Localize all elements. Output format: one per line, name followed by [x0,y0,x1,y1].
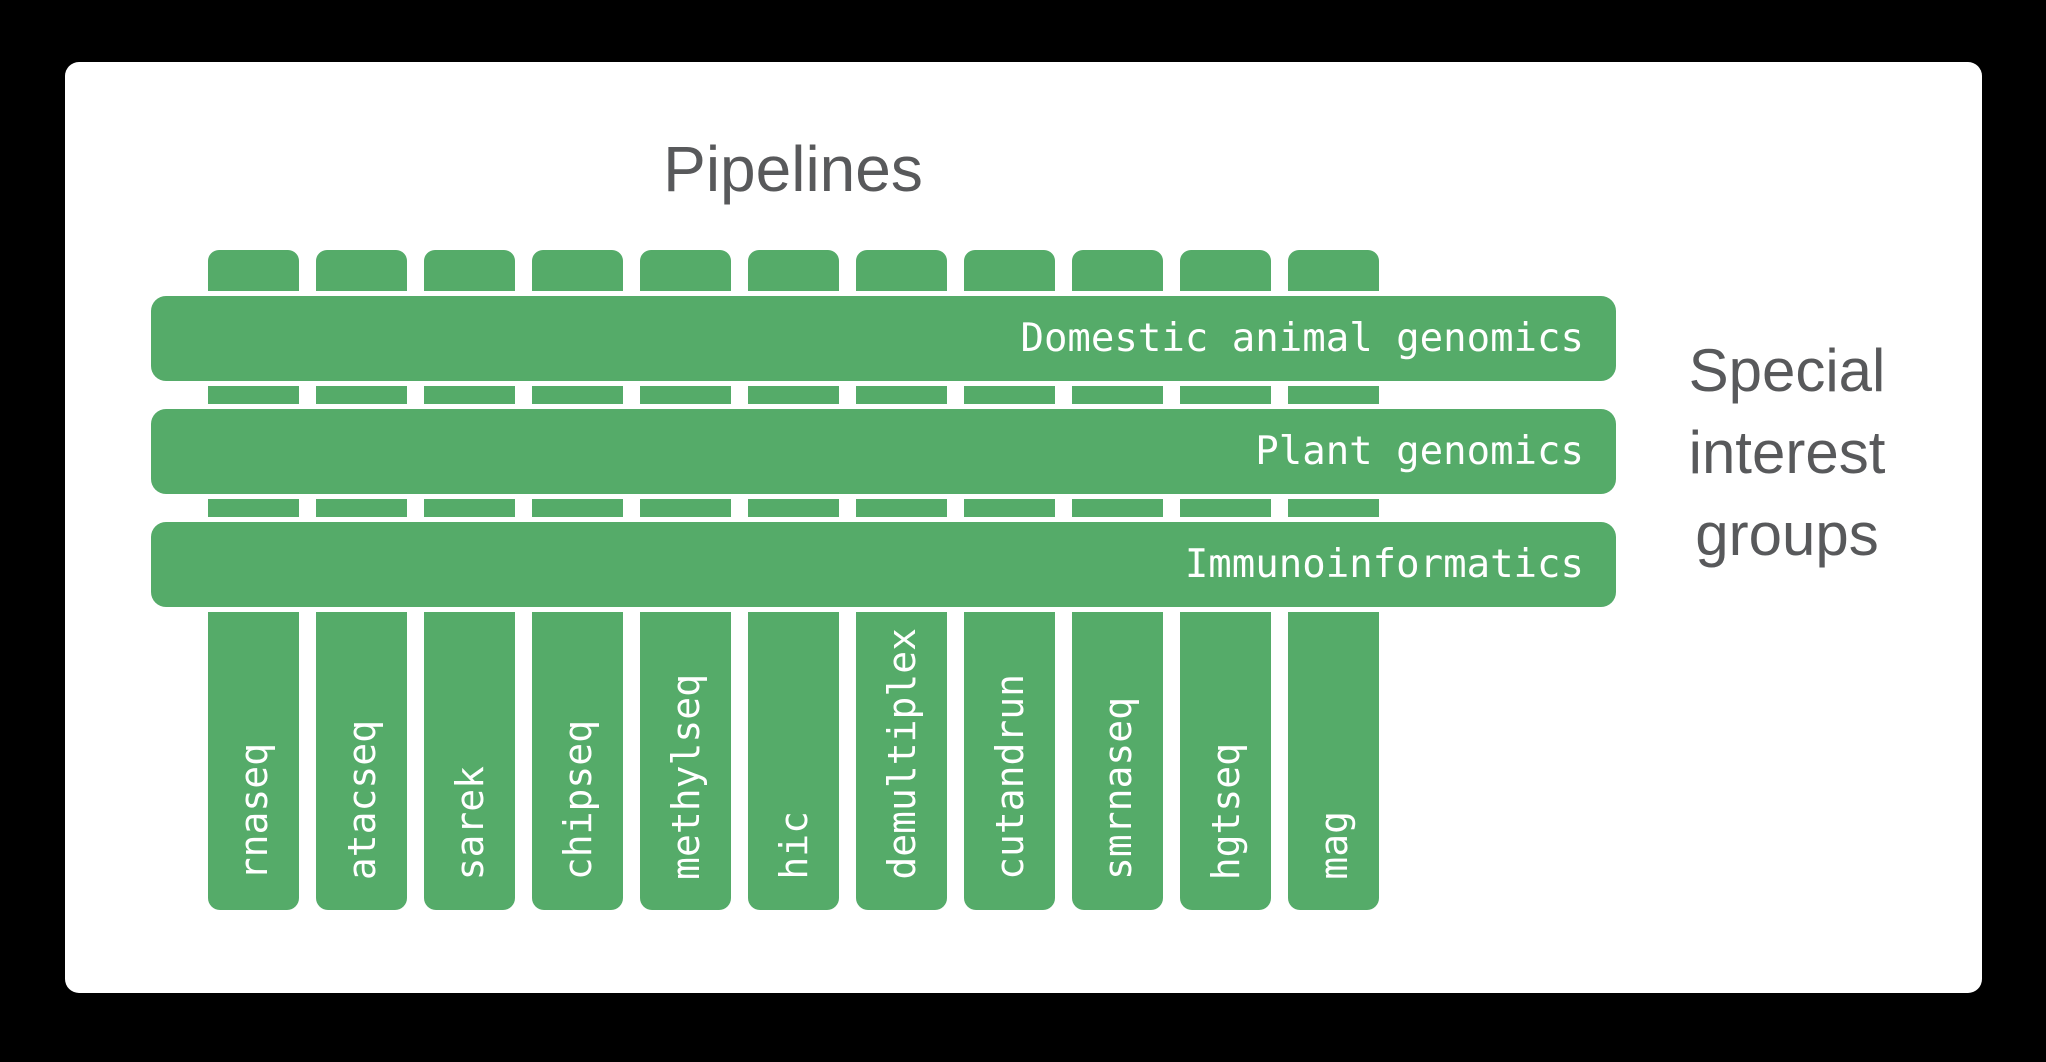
pipeline-column-segment [856,386,947,404]
pipeline-column-segment [1072,386,1163,404]
diagram-card: Pipelines rnaseq atacseq sarek [65,62,1982,993]
pipeline-column-segment [424,386,515,404]
pipeline-column-segment [1072,499,1163,517]
pipeline-label: atacseq [339,719,384,880]
pipelines-title: Pipelines [663,133,923,205]
pipeline-label: rnaseq [231,742,276,880]
group-bar-label: Domestic animal genomics [1020,316,1584,361]
pipelines-columns: rnaseq atacseq sarek chipseq [208,250,1379,910]
pipeline-column-segment [532,386,623,404]
pipeline-label: sarek [447,765,492,880]
pipeline-label: hgtseq [1203,742,1248,880]
pipeline-column-segment [208,499,299,517]
pipeline-column-cap [532,250,623,291]
group-bar: Domestic animal genomics [151,296,1616,381]
pipeline-column-segment [748,386,839,404]
group-bar: Immunoinformatics [151,522,1616,607]
pipeline-column-segment [964,386,1055,404]
pipeline-column: methylseq [640,250,731,910]
pipeline-column-segment [1180,499,1271,517]
pipeline-column: demultiplex [856,250,947,910]
pipeline-column-segment [1288,499,1379,517]
pipeline-column: chipseq [532,250,623,910]
pipeline-column-cap [208,250,299,291]
pipeline-column-tail: hgtseq [1180,612,1271,910]
pipeline-column-cap [424,250,515,291]
pipeline-column-cap [964,250,1055,291]
pipeline-column: smrnaseq [1072,250,1163,910]
pipeline-column-segment [1288,386,1379,404]
side-label-line: interest [1688,419,1886,486]
group-bar: Plant genomics [151,409,1616,494]
pipeline-column-tail: chipseq [532,612,623,910]
pipeline-column-segment [640,499,731,517]
pipeline-column-tail: methylseq [640,612,731,910]
pipeline-column-tail: rnaseq [208,612,299,910]
pipeline-column-cap [1288,250,1379,291]
pipeline-column-cap [640,250,731,291]
pipeline-column-segment [208,386,299,404]
pipeline-column-cap [316,250,407,291]
pipeline-label: hic [771,811,816,880]
pipeline-column-segment [640,386,731,404]
pipeline-column-segment [424,499,515,517]
pipeline-column-cap [1072,250,1163,291]
pipeline-column-tail: cutandrun [964,612,1055,910]
side-label-line: Special [1688,337,1886,404]
pipeline-column-segment [532,499,623,517]
pipeline-column: hgtseq [1180,250,1271,910]
pipeline-column: mag [1288,250,1379,910]
pipeline-column-segment [748,499,839,517]
pipeline-column-tail: hic [748,612,839,910]
pipeline-label: mag [1311,811,1356,880]
group-bar-label: Plant genomics [1255,429,1584,474]
pipeline-column-segment [316,499,407,517]
special-interest-groups-label: Special interest groups [1597,330,1977,576]
pipeline-label: chipseq [555,719,600,880]
group-bar-label: Immunoinformatics [1184,542,1584,587]
pipeline-column-cap [748,250,839,291]
pipeline-column-segment [316,386,407,404]
side-label-line: groups [1695,501,1879,568]
pipeline-column: sarek [424,250,515,910]
pipeline-column-segment [964,499,1055,517]
pipeline-label: smrnaseq [1095,696,1140,880]
pipeline-column-tail: sarek [424,612,515,910]
pipeline-column-segment [1180,386,1271,404]
pipeline-label: cutandrun [987,674,1032,880]
pipeline-column-tail: demultiplex [856,612,947,910]
pipeline-label: methylseq [663,674,708,880]
pipeline-column: atacseq [316,250,407,910]
pipeline-column-tail: atacseq [316,612,407,910]
pipeline-column: rnaseq [208,250,299,910]
pipeline-column: hic [748,250,839,910]
pipeline-column-cap [1180,250,1271,291]
pipeline-column-tail: smrnaseq [1072,612,1163,910]
pipeline-label: demultiplex [879,628,924,880]
pipeline-column-tail: mag [1288,612,1379,910]
pipeline-column: cutandrun [964,250,1055,910]
pipeline-column-cap [856,250,947,291]
pipeline-column-segment [856,499,947,517]
